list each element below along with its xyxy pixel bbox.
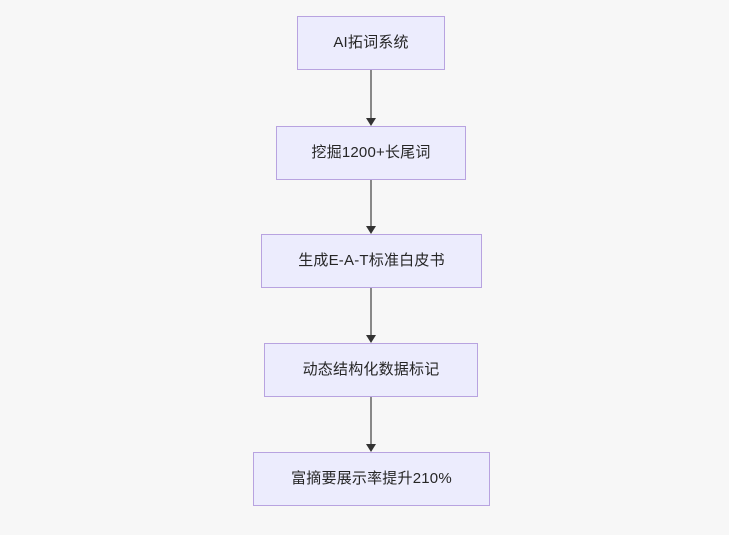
flow-node-label: 挖掘1200+长尾词 xyxy=(311,144,431,161)
edge-node4-to-node5 xyxy=(366,396,376,452)
flow-node-generate-eat-whitepaper[interactable]: 生成E-A-T标准白皮书 xyxy=(261,234,482,288)
edge-line xyxy=(370,288,372,336)
flow-node-label: 动态结构化数据标记 xyxy=(302,361,440,378)
edge-node3-to-node4 xyxy=(366,288,376,343)
flow-node-ai-keyword-system[interactable]: AI拓词系统 xyxy=(297,16,445,70)
arrow-head-icon xyxy=(366,226,376,234)
edge-node1-to-node2 xyxy=(366,70,376,126)
arrow-head-icon xyxy=(366,444,376,452)
flow-node-label: 富摘要展示率提升210% xyxy=(291,470,452,487)
flow-node-dynamic-structured-data-markup[interactable]: 动态结构化数据标记 xyxy=(264,343,478,397)
flow-node-rich-snippet-impression-lift[interactable]: 富摘要展示率提升210% xyxy=(253,452,490,506)
flow-node-label: AI拓词系统 xyxy=(333,34,409,51)
arrow-head-icon xyxy=(366,118,376,126)
edge-line xyxy=(370,70,372,119)
flow-node-mine-longtail-keywords[interactable]: 挖掘1200+长尾词 xyxy=(276,126,466,180)
edge-line xyxy=(370,180,372,227)
flow-node-label: 生成E-A-T标准白皮书 xyxy=(298,252,445,269)
edge-node2-to-node3 xyxy=(366,180,376,234)
arrow-head-icon xyxy=(366,335,376,343)
edge-line xyxy=(370,396,372,445)
